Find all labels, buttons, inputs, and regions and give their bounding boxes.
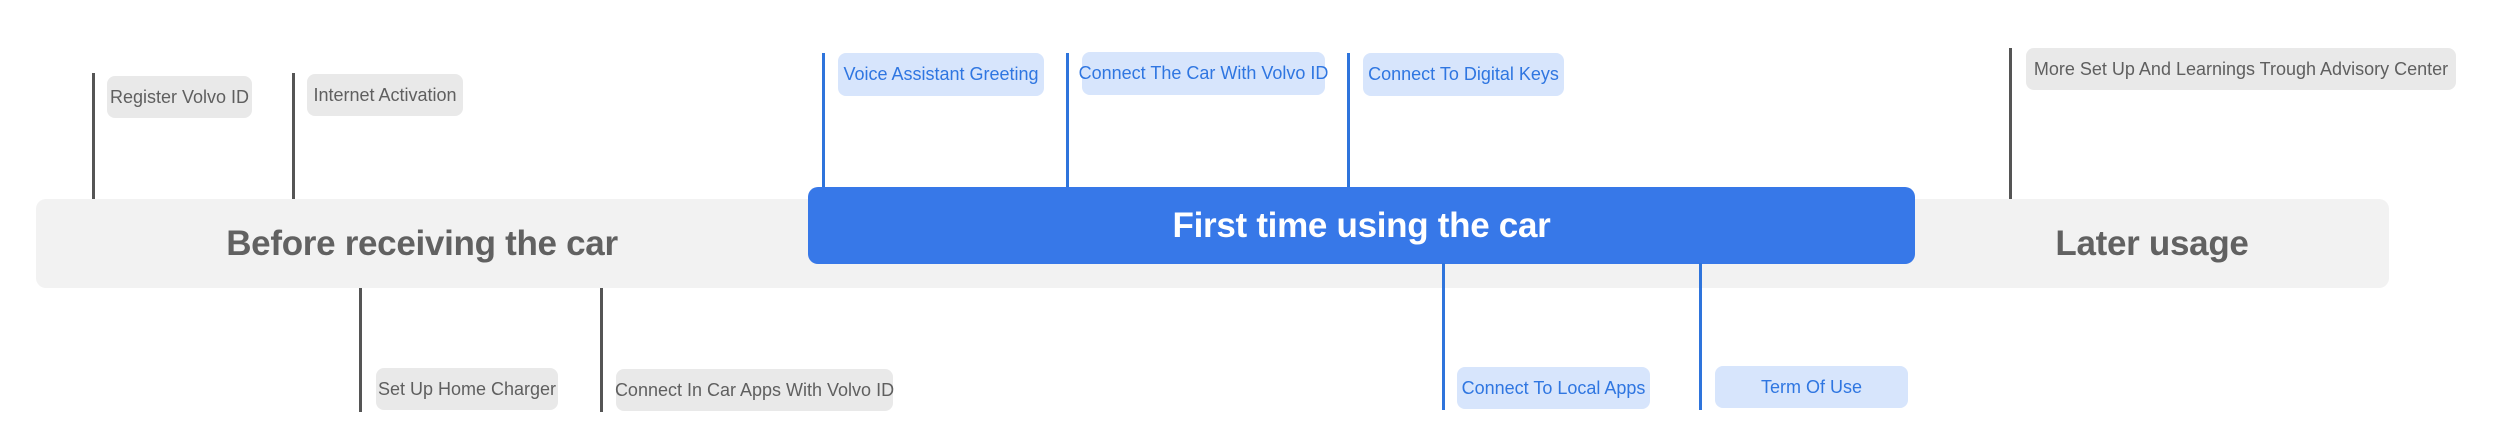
chip-connect-car-volvo-id: Connect The Car With Volvo ID (1079, 52, 1328, 95)
chip-more-setup-advisory-center: More Set Up And Learnings Trough Advisor… (2026, 48, 2456, 90)
connector-term-of-use (1699, 263, 1702, 410)
chip-connect-digital-keys: Connect To Digital Keys (1363, 53, 1564, 96)
connector-internet-activation (292, 73, 295, 199)
chip-voice-assistant-greeting: Voice Assistant Greeting (838, 53, 1044, 96)
phase-title-before: Before receiving the car (226, 223, 618, 263)
connector-connect-in-car-apps (600, 288, 603, 412)
chip-internet-activation: Internet Activation (307, 74, 463, 116)
phase-title-first-time: First time using the car (1172, 205, 1551, 245)
connector-connect-local-apps (1442, 263, 1445, 410)
connector-more-setup-advisory-center (2009, 48, 2012, 199)
connector-voice-assistant-greeting (822, 53, 825, 187)
connector-setup-home-charger (359, 288, 362, 412)
phase-band-first-time (808, 187, 1915, 264)
phase-title-later: Later usage (2055, 223, 2249, 263)
chip-setup-home-charger: Set Up Home Charger (376, 368, 558, 410)
chip-connect-local-apps: Connect To Local Apps (1457, 367, 1650, 409)
chip-term-of-use: Term Of Use (1715, 366, 1908, 408)
connector-connect-car-volvo-id (1066, 53, 1069, 187)
connector-connect-digital-keys (1347, 53, 1350, 187)
chip-connect-in-car-apps: Connect In Car Apps With Volvo ID (615, 369, 894, 411)
connector-register-volvo-id (92, 73, 95, 199)
chip-register-volvo-id: Register Volvo ID (107, 76, 252, 118)
